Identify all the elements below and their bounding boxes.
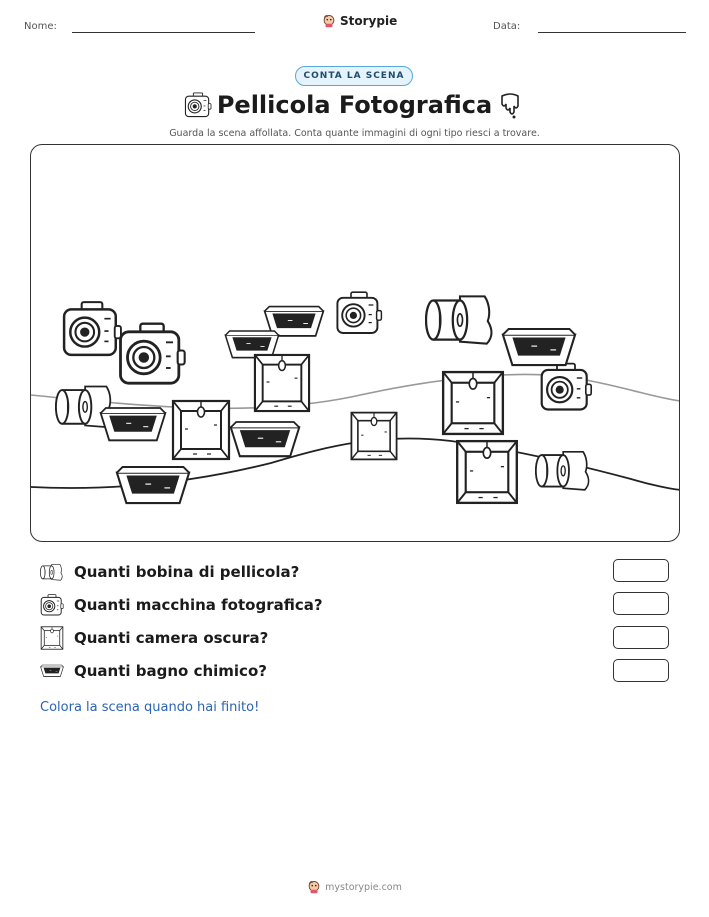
chemical-tray-icon: [40, 659, 64, 683]
footer: mystorypie.com: [0, 880, 709, 894]
date-field[interactable]: [538, 32, 686, 33]
footer-url[interactable]: mystorypie.com: [325, 881, 402, 893]
film-roll-icon: [40, 560, 64, 584]
chemical-tray-icon: [501, 327, 577, 367]
background-hill-line: [31, 373, 679, 410]
camera-icon: [119, 322, 187, 385]
instructions: Guarda la scena affollata. Conta quante …: [169, 128, 540, 139]
answer-box-camera[interactable]: [613, 592, 669, 615]
question-row: Quanti camera oscura?: [40, 626, 268, 650]
darkroom-icon: [253, 353, 311, 413]
chemical-tray-icon: [229, 420, 301, 458]
chemical-tray-icon: [99, 407, 167, 442]
darkroom-icon: [40, 626, 64, 650]
film-roll-icon: [425, 295, 493, 345]
camera-icon: [62, 300, 123, 357]
scene-illustration: [31, 291, 679, 505]
chemical-tray-icon: [115, 465, 191, 505]
question-text: Quanti camera oscura?: [74, 629, 269, 647]
darkroom-icon: [350, 411, 398, 461]
darkroom-icon: [456, 439, 518, 505]
camera-icon: [540, 362, 593, 411]
question-row: Quanti macchina fotografica?: [40, 593, 323, 617]
mascot-icon: [307, 880, 321, 894]
dripping-film-icon: [501, 93, 519, 119]
question-row: Quanti bobina di pellicola?: [40, 560, 299, 584]
brand-logo: Storypie: [322, 14, 397, 28]
question-text: Quanti bagno chimico?: [74, 662, 267, 680]
name-label: Nome:: [24, 21, 57, 32]
question-text: Quanti macchina fotografica?: [74, 596, 323, 614]
page-title: Pellicola Fotografica: [216, 91, 493, 119]
question-text: Quanti bobina di pellicola?: [74, 563, 300, 581]
camera-icon: [40, 593, 64, 617]
activity-badge: CONTA LA SCENA: [295, 66, 413, 86]
date-label: Data:: [493, 21, 521, 32]
darkroom-icon: [171, 399, 231, 461]
chemical-tray-icon: [224, 330, 280, 359]
darkroom-icon: [441, 370, 505, 436]
question-row: Quanti bagno chimico?: [40, 659, 267, 683]
name-field[interactable]: [72, 32, 255, 33]
film-roll-icon: [535, 450, 590, 491]
brand-name: Storypie: [340, 14, 398, 28]
answer-box-chemical-tray[interactable]: [613, 659, 669, 682]
answer-box-darkroom[interactable]: [613, 626, 669, 649]
coloring-instruction: Colora la scena quando hai finito!: [40, 700, 260, 715]
mascot-icon: [322, 14, 336, 28]
camera-icon: [336, 291, 383, 334]
scene-panel[interactable]: [30, 144, 680, 542]
answer-box-film-roll[interactable]: [613, 559, 669, 582]
